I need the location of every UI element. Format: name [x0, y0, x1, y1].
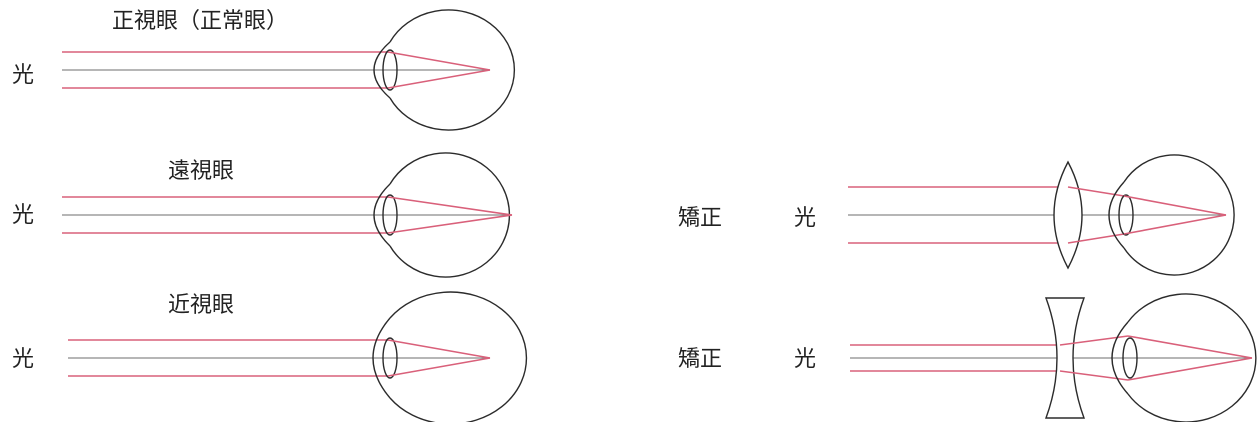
hyperopia-title: 遠視眼: [168, 159, 234, 184]
myopia-figure: 近視眼 光: [12, 292, 526, 422]
myopia-correction-figure: 矯正 光: [678, 294, 1256, 422]
ray-converge-top: [388, 340, 490, 358]
normal-eye-light-label: 光: [12, 63, 34, 88]
hyperopia-light-label: 光: [12, 203, 34, 228]
convex-lens-icon: [1054, 162, 1082, 268]
myopia-correction-label: 矯正: [678, 347, 722, 372]
myopia-title: 近視眼: [168, 293, 234, 318]
normal-eye-title: 正視眼（正常眼）: [112, 9, 288, 34]
hyperopia-correction-label: 矯正: [678, 206, 722, 231]
ray-converge-bottom: [1128, 358, 1252, 380]
eyeball-icon: [373, 292, 526, 422]
hyperopia-correction-figure: 矯正 光: [678, 155, 1234, 275]
ray-converge-bottom: [388, 358, 490, 376]
hyperopia-figure: 遠視眼 光: [12, 153, 512, 277]
ray-converge-bottom: [388, 70, 490, 88]
ray-converge-top: [388, 197, 512, 215]
ray-converge-top: [1128, 336, 1252, 358]
myopia-correction-light-label: 光: [794, 347, 816, 372]
myopia-light-label: 光: [12, 347, 34, 372]
ray-converge-bottom: [388, 215, 512, 233]
hyperopia-correction-light-label: 光: [794, 206, 816, 231]
ray-converge-bottom: [1124, 215, 1226, 234]
ray-converge-top: [388, 52, 490, 70]
normal-eye-figure: 正視眼（正常眼） 光: [12, 9, 514, 130]
ray-converge-top: [1124, 196, 1226, 215]
